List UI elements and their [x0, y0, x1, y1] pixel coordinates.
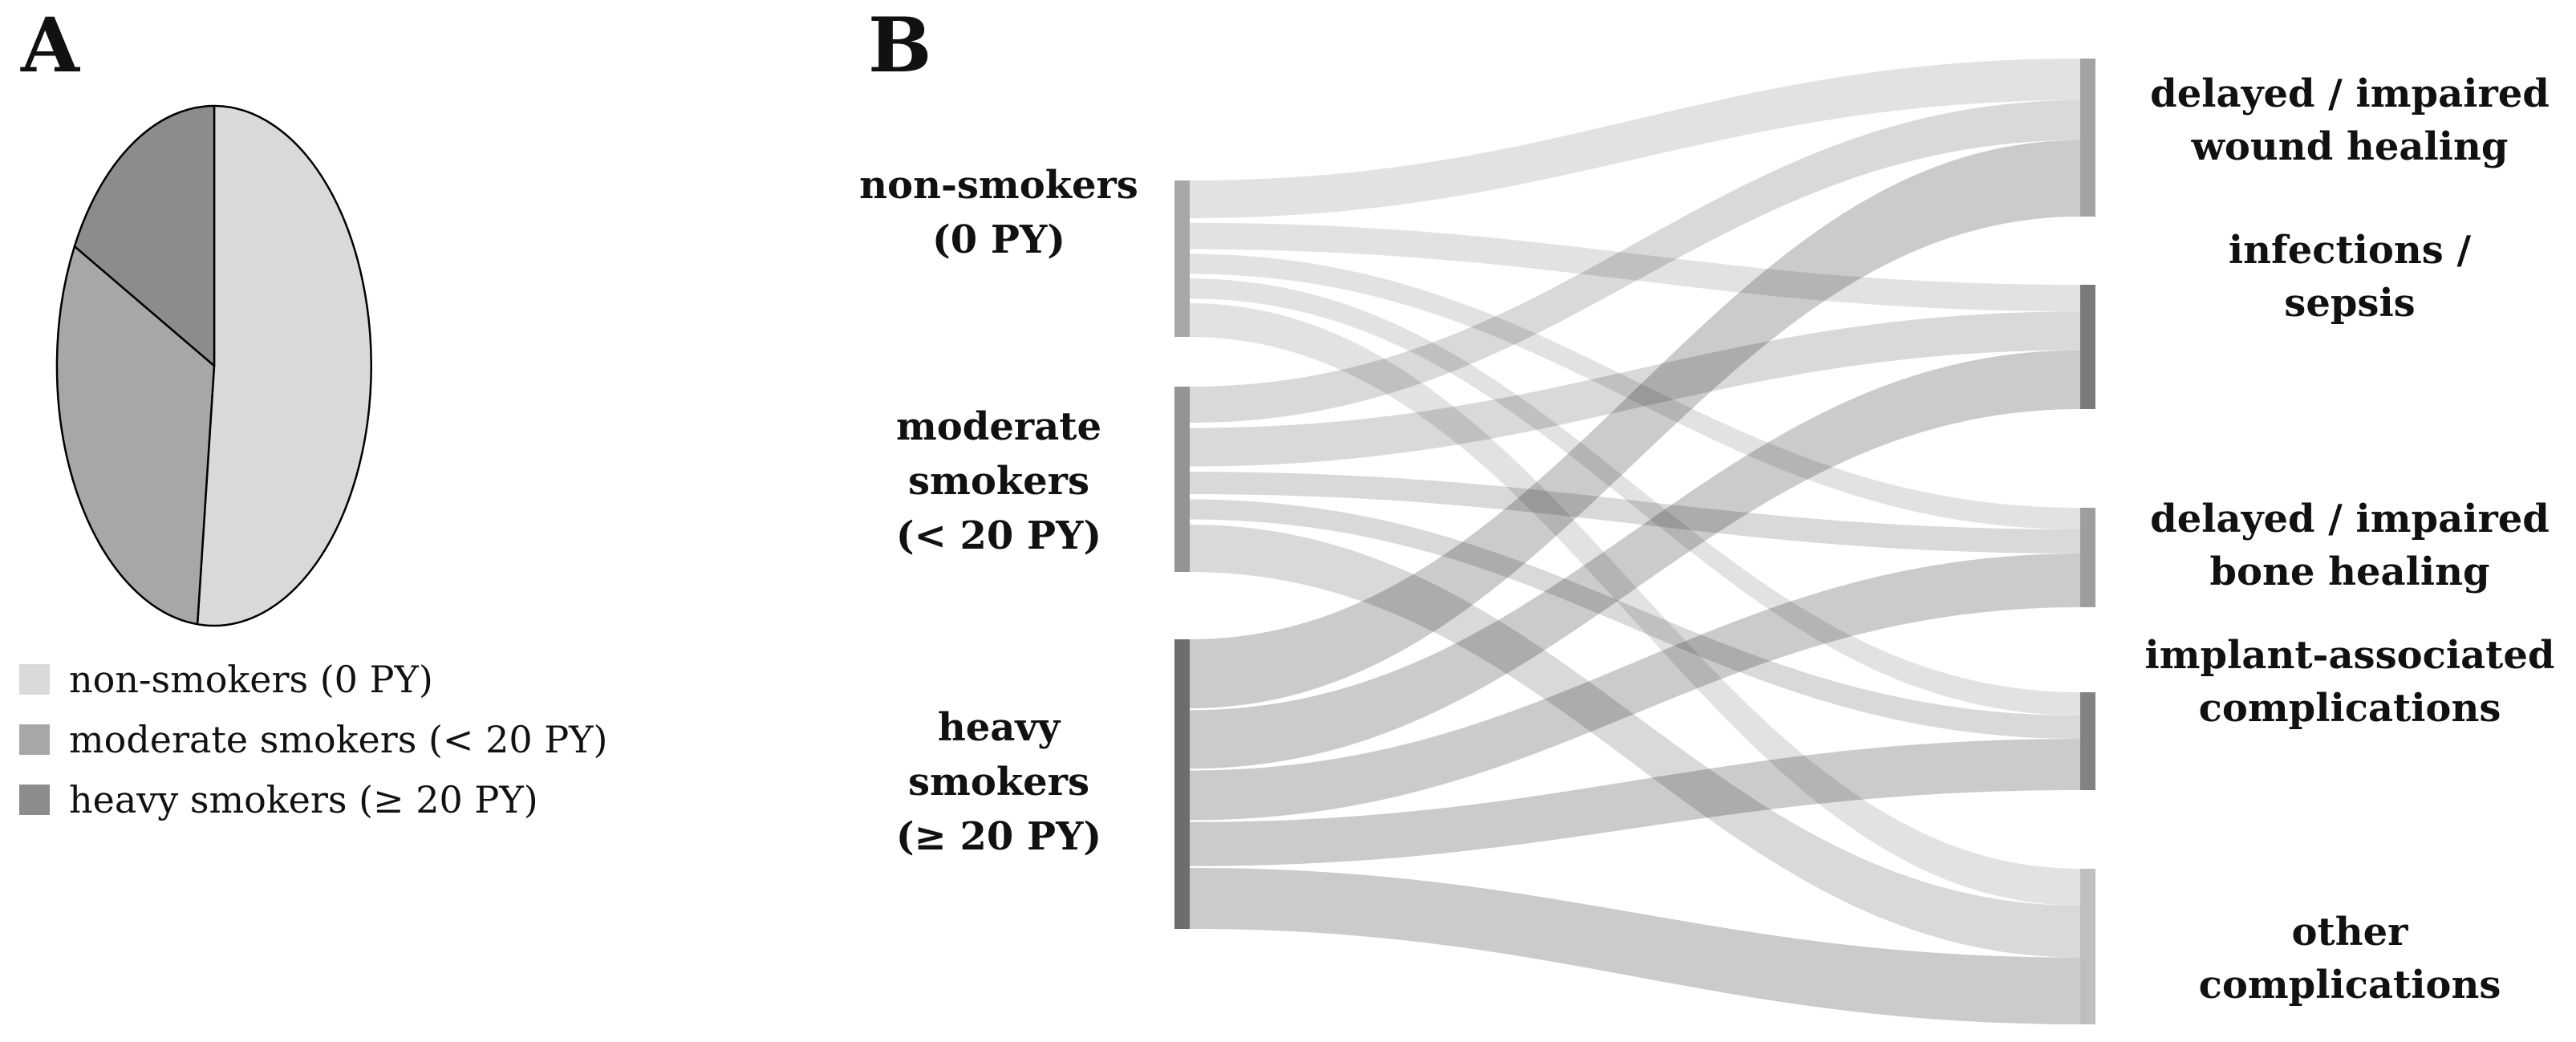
- sankey-flow: [1190, 253, 2080, 529]
- panel-b-label: B: [868, 2, 932, 90]
- pie-slice: [73, 104, 216, 367]
- sankey-node-bars: [1174, 59, 2095, 1024]
- sankey-node-bar: [1174, 387, 1190, 572]
- pie-slice: [55, 245, 216, 626]
- sankey-flows: [1190, 59, 2080, 1024]
- label-line: smokers: [908, 760, 1089, 805]
- label-line: sepsis: [2284, 281, 2416, 326]
- sankey-node-bar: [2080, 59, 2095, 217]
- sankey-target-label-bone-healing: delayed / impaired bone healing: [2126, 493, 2574, 598]
- sankey-flow: [1190, 140, 2080, 709]
- pie-legend: non-smokers (0 PY) moderate smokers (< 2…: [19, 661, 608, 818]
- legend-label: non-smokers (0 PY): [69, 658, 433, 701]
- sankey-node-bar: [2080, 692, 2095, 790]
- sankey-node-bar: [2080, 508, 2095, 607]
- label-line: (0 PY): [932, 217, 1065, 262]
- legend-swatch-non-smokers: [19, 664, 50, 695]
- sankey-flow: [1190, 472, 2080, 554]
- legend-label: heavy smokers (≥ 20 PY): [69, 778, 538, 821]
- sankey-flow: [1190, 311, 2080, 467]
- label-line: moderate: [895, 404, 1101, 449]
- sankey-flow: [1190, 100, 2080, 423]
- label-line: (< 20 PY): [895, 513, 1102, 558]
- pie-slice: [196, 104, 372, 627]
- sankey-flow: [1190, 499, 2080, 740]
- label-line: infections /: [2228, 228, 2472, 273]
- label-line: delayed / impaired: [2150, 71, 2550, 116]
- sankey-flow: [1190, 222, 2080, 312]
- panel-a-label: A: [21, 2, 79, 90]
- sankey-target-label-other-complications: other complications: [2126, 906, 2574, 1012]
- label-line: delayed / impaired: [2150, 497, 2550, 541]
- label-line: (≥ 20 PY): [895, 814, 1102, 859]
- label-line: other: [2291, 910, 2408, 955]
- sankey-target-label-implant-complications: implant-associated complications: [2126, 629, 2574, 735]
- label-line: non-smokers: [859, 163, 1138, 208]
- label-line: implant-associated: [2144, 633, 2555, 678]
- label-line: complications: [2198, 686, 2501, 731]
- pie-chart: [55, 104, 372, 627]
- sankey-node-bar: [2080, 869, 2095, 1024]
- sankey-flow: [1190, 303, 2080, 906]
- sankey-target-label-infections-sepsis: infections / sepsis: [2126, 224, 2574, 330]
- sankey-flow: [1190, 553, 2080, 821]
- sankey-flow: [1190, 868, 2080, 1024]
- sankey-target-label-wound-healing: delayed / impaired wound healing: [2126, 67, 2574, 173]
- sankey-node-bar: [2080, 285, 2095, 409]
- legend-item-non-smokers: non-smokers (0 PY): [19, 661, 608, 698]
- legend-swatch-heavy-smokers: [19, 785, 50, 815]
- sankey-flow: [1190, 350, 2080, 769]
- sankey-source-label-non-smokers: non-smokers (0 PY): [834, 158, 1163, 267]
- legend-item-moderate-smokers: moderate smokers (< 20 PY): [19, 721, 608, 758]
- label-line: smokers: [908, 459, 1089, 504]
- sankey-flow: [1190, 278, 2080, 716]
- sankey-flow: [1190, 525, 2080, 958]
- sankey-flow: [1190, 59, 2080, 218]
- label-line: bone healing: [2209, 549, 2490, 594]
- legend-label: moderate smokers (< 20 PY): [69, 718, 608, 761]
- sankey-node-bar: [1174, 639, 1190, 929]
- legend-swatch-moderate-smokers: [19, 724, 50, 755]
- sankey-source-label-heavy-smokers: heavy smokers (≥ 20 PY): [834, 700, 1163, 864]
- legend-item-heavy-smokers: heavy smokers (≥ 20 PY): [19, 781, 608, 818]
- label-line: wound healing: [2191, 124, 2509, 169]
- label-line: heavy: [937, 705, 1061, 750]
- sankey-flow: [1190, 739, 2080, 866]
- sankey-source-label-moderate-smokers: moderate smokers (< 20 PY): [834, 399, 1163, 563]
- sankey-node-bar: [1174, 180, 1190, 337]
- label-line: complications: [2198, 963, 2501, 1008]
